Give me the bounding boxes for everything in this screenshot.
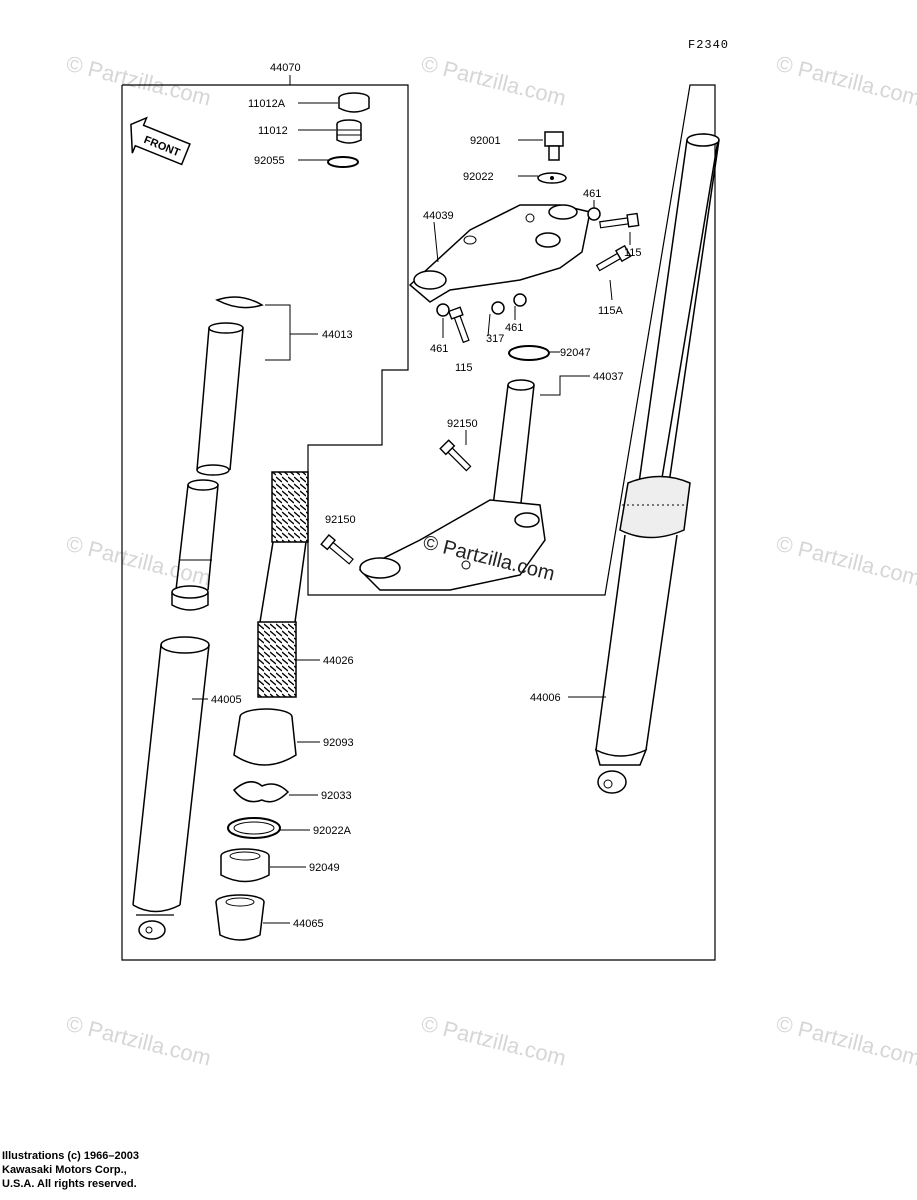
steering-stem-44037 <box>358 379 546 591</box>
cap-bolt-11012A <box>338 92 370 113</box>
watermark: © Partzilla.com <box>419 1011 569 1071</box>
label-92033: 92033 <box>321 790 352 802</box>
label-92055: 92055 <box>254 155 285 167</box>
copyright-notice: Illustrations (c) 1966–2003 Kawasaki Mot… <box>2 1149 139 1191</box>
nut-317 <box>491 301 505 315</box>
watermark: © Partzilla.com <box>419 51 569 111</box>
bolt-115-lower <box>447 306 470 344</box>
label-317: 317 <box>486 333 504 345</box>
fork-leg-44006 <box>594 133 720 794</box>
label-92150-lower: 92150 <box>325 514 356 526</box>
label-115A: 115A <box>598 305 624 317</box>
label-92150-upper: 92150 <box>447 418 478 430</box>
label-44013: 44013 <box>322 329 353 341</box>
label-44037: 44037 <box>593 371 624 383</box>
damper-rod <box>171 479 219 611</box>
label-44070: 44070 <box>270 62 301 74</box>
label-115-top: 115 <box>624 247 642 259</box>
label-92022: 92022 <box>463 171 494 183</box>
watermark: © Partzilla.com <box>774 1011 917 1071</box>
spring-44026 <box>271 471 309 543</box>
label-92049: 92049 <box>309 862 340 874</box>
outer-tube-44005 <box>132 636 210 940</box>
label-461-left: 461 <box>430 343 448 355</box>
assembly-outline <box>121 84 716 961</box>
bolt-115A <box>595 244 632 272</box>
label-115-lower: 115 <box>455 362 473 374</box>
plug-11012 <box>336 119 362 144</box>
seal-92047 <box>508 345 550 361</box>
upper-bracket-44039 <box>408 204 591 303</box>
o-ring-92055 <box>327 156 359 168</box>
label-44026: 44026 <box>323 655 354 667</box>
copyright-line-1: Illustrations (c) 1966–2003 <box>2 1150 139 1162</box>
bolt-92001 <box>544 131 564 161</box>
label-11012: 11012 <box>258 125 288 137</box>
label-44039: 44039 <box>423 210 454 222</box>
inner-tube-44013 <box>196 322 244 476</box>
part-labels: 44070 11012A 11012 92055 44013 44005 440… <box>211 62 642 930</box>
copyright-line-2: Kawasaki Motors Corp., <box>2 1164 127 1176</box>
nut-461-left <box>436 303 450 317</box>
bolt-92150-upper <box>439 439 472 472</box>
watermark: © Partzilla.com <box>64 531 214 591</box>
label-44006: 44006 <box>530 692 561 704</box>
label-11012A: 11012A <box>248 98 286 110</box>
label-44065: 44065 <box>293 918 324 930</box>
nut-461-top <box>587 207 601 221</box>
label-92047: 92047 <box>560 347 591 359</box>
bolt-115-top <box>599 212 640 229</box>
oil-seal-92049 <box>220 848 306 883</box>
figure-reference: F2340 <box>688 38 730 52</box>
label-92093: 92093 <box>323 737 354 749</box>
label-461-top: 461 <box>583 188 601 200</box>
bolt-92150-lower <box>320 534 354 565</box>
label-92001: 92001 <box>470 135 501 147</box>
bushing-44065 <box>215 894 290 941</box>
watermark: © Partzilla.com <box>774 51 917 111</box>
circlip <box>215 296 264 309</box>
nut-461-mid <box>513 293 527 307</box>
watermark: © Partzilla.com <box>64 51 214 111</box>
dust-seal-92093 <box>233 708 320 766</box>
clip-92033 <box>232 781 290 803</box>
watermark: © Partzilla.com <box>64 1011 214 1071</box>
copyright-line-3: U.S.A. All rights reserved. <box>2 1178 137 1190</box>
label-461-mid: 461 <box>505 322 523 334</box>
label-92022A: 92022A <box>313 825 352 837</box>
label-44005: 44005 <box>211 694 242 706</box>
front-arrow: FRONT <box>130 116 191 166</box>
watermark: © Partzilla.com <box>774 531 917 591</box>
